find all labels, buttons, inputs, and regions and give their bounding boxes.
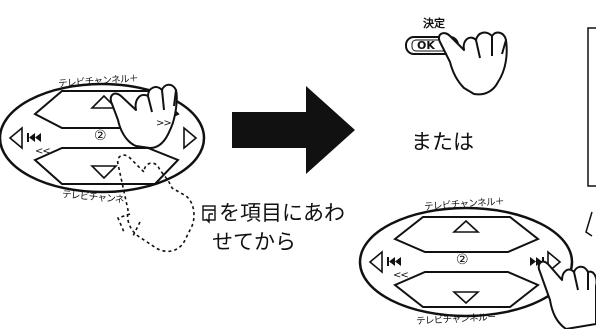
- pointing-hand-ok-icon: [438, 31, 508, 96]
- right-arrow-icon: [232, 86, 355, 174]
- prev-label-right: <<: [393, 270, 409, 281]
- center-number-right: ②: [456, 252, 469, 268]
- up-triangle-icon-right: [451, 219, 481, 233]
- pointing-hand-right-icon: [537, 260, 596, 329]
- channel-down-pad-right[interactable]: [393, 271, 540, 308]
- prev-label: <<: [35, 146, 51, 157]
- right-triangle-icon: [183, 126, 198, 150]
- up-triangle-icon: [90, 94, 118, 109]
- skip-back-icon: [27, 133, 41, 142]
- decide-label: 決定: [423, 17, 445, 30]
- down-triangle-icon: [90, 165, 118, 180]
- next-label: >>: [156, 118, 172, 129]
- left-triangle-icon: [8, 126, 23, 150]
- pointing-hand-icon: [109, 83, 178, 149]
- left-triangle-icon-right: [368, 250, 383, 274]
- down-triangle-icon-right: [451, 291, 481, 305]
- channel-up-pad-right[interactable]: [393, 216, 540, 253]
- or-text: または: [411, 130, 474, 154]
- dotted-hand-icon: [116, 154, 195, 253]
- skip-back-icon-right: [387, 257, 401, 266]
- ok-button-text: OK: [417, 39, 435, 52]
- cursor-item-icon: [202, 205, 216, 224]
- center-number: ②: [94, 128, 107, 144]
- side-mark: [585, 211, 593, 237]
- instruction-line2: せてから: [212, 230, 296, 254]
- side-panel-border: [587, 27, 596, 187]
- instruction-line1: を項目にあわ: [219, 201, 345, 225]
- remote-right: [358, 206, 574, 318]
